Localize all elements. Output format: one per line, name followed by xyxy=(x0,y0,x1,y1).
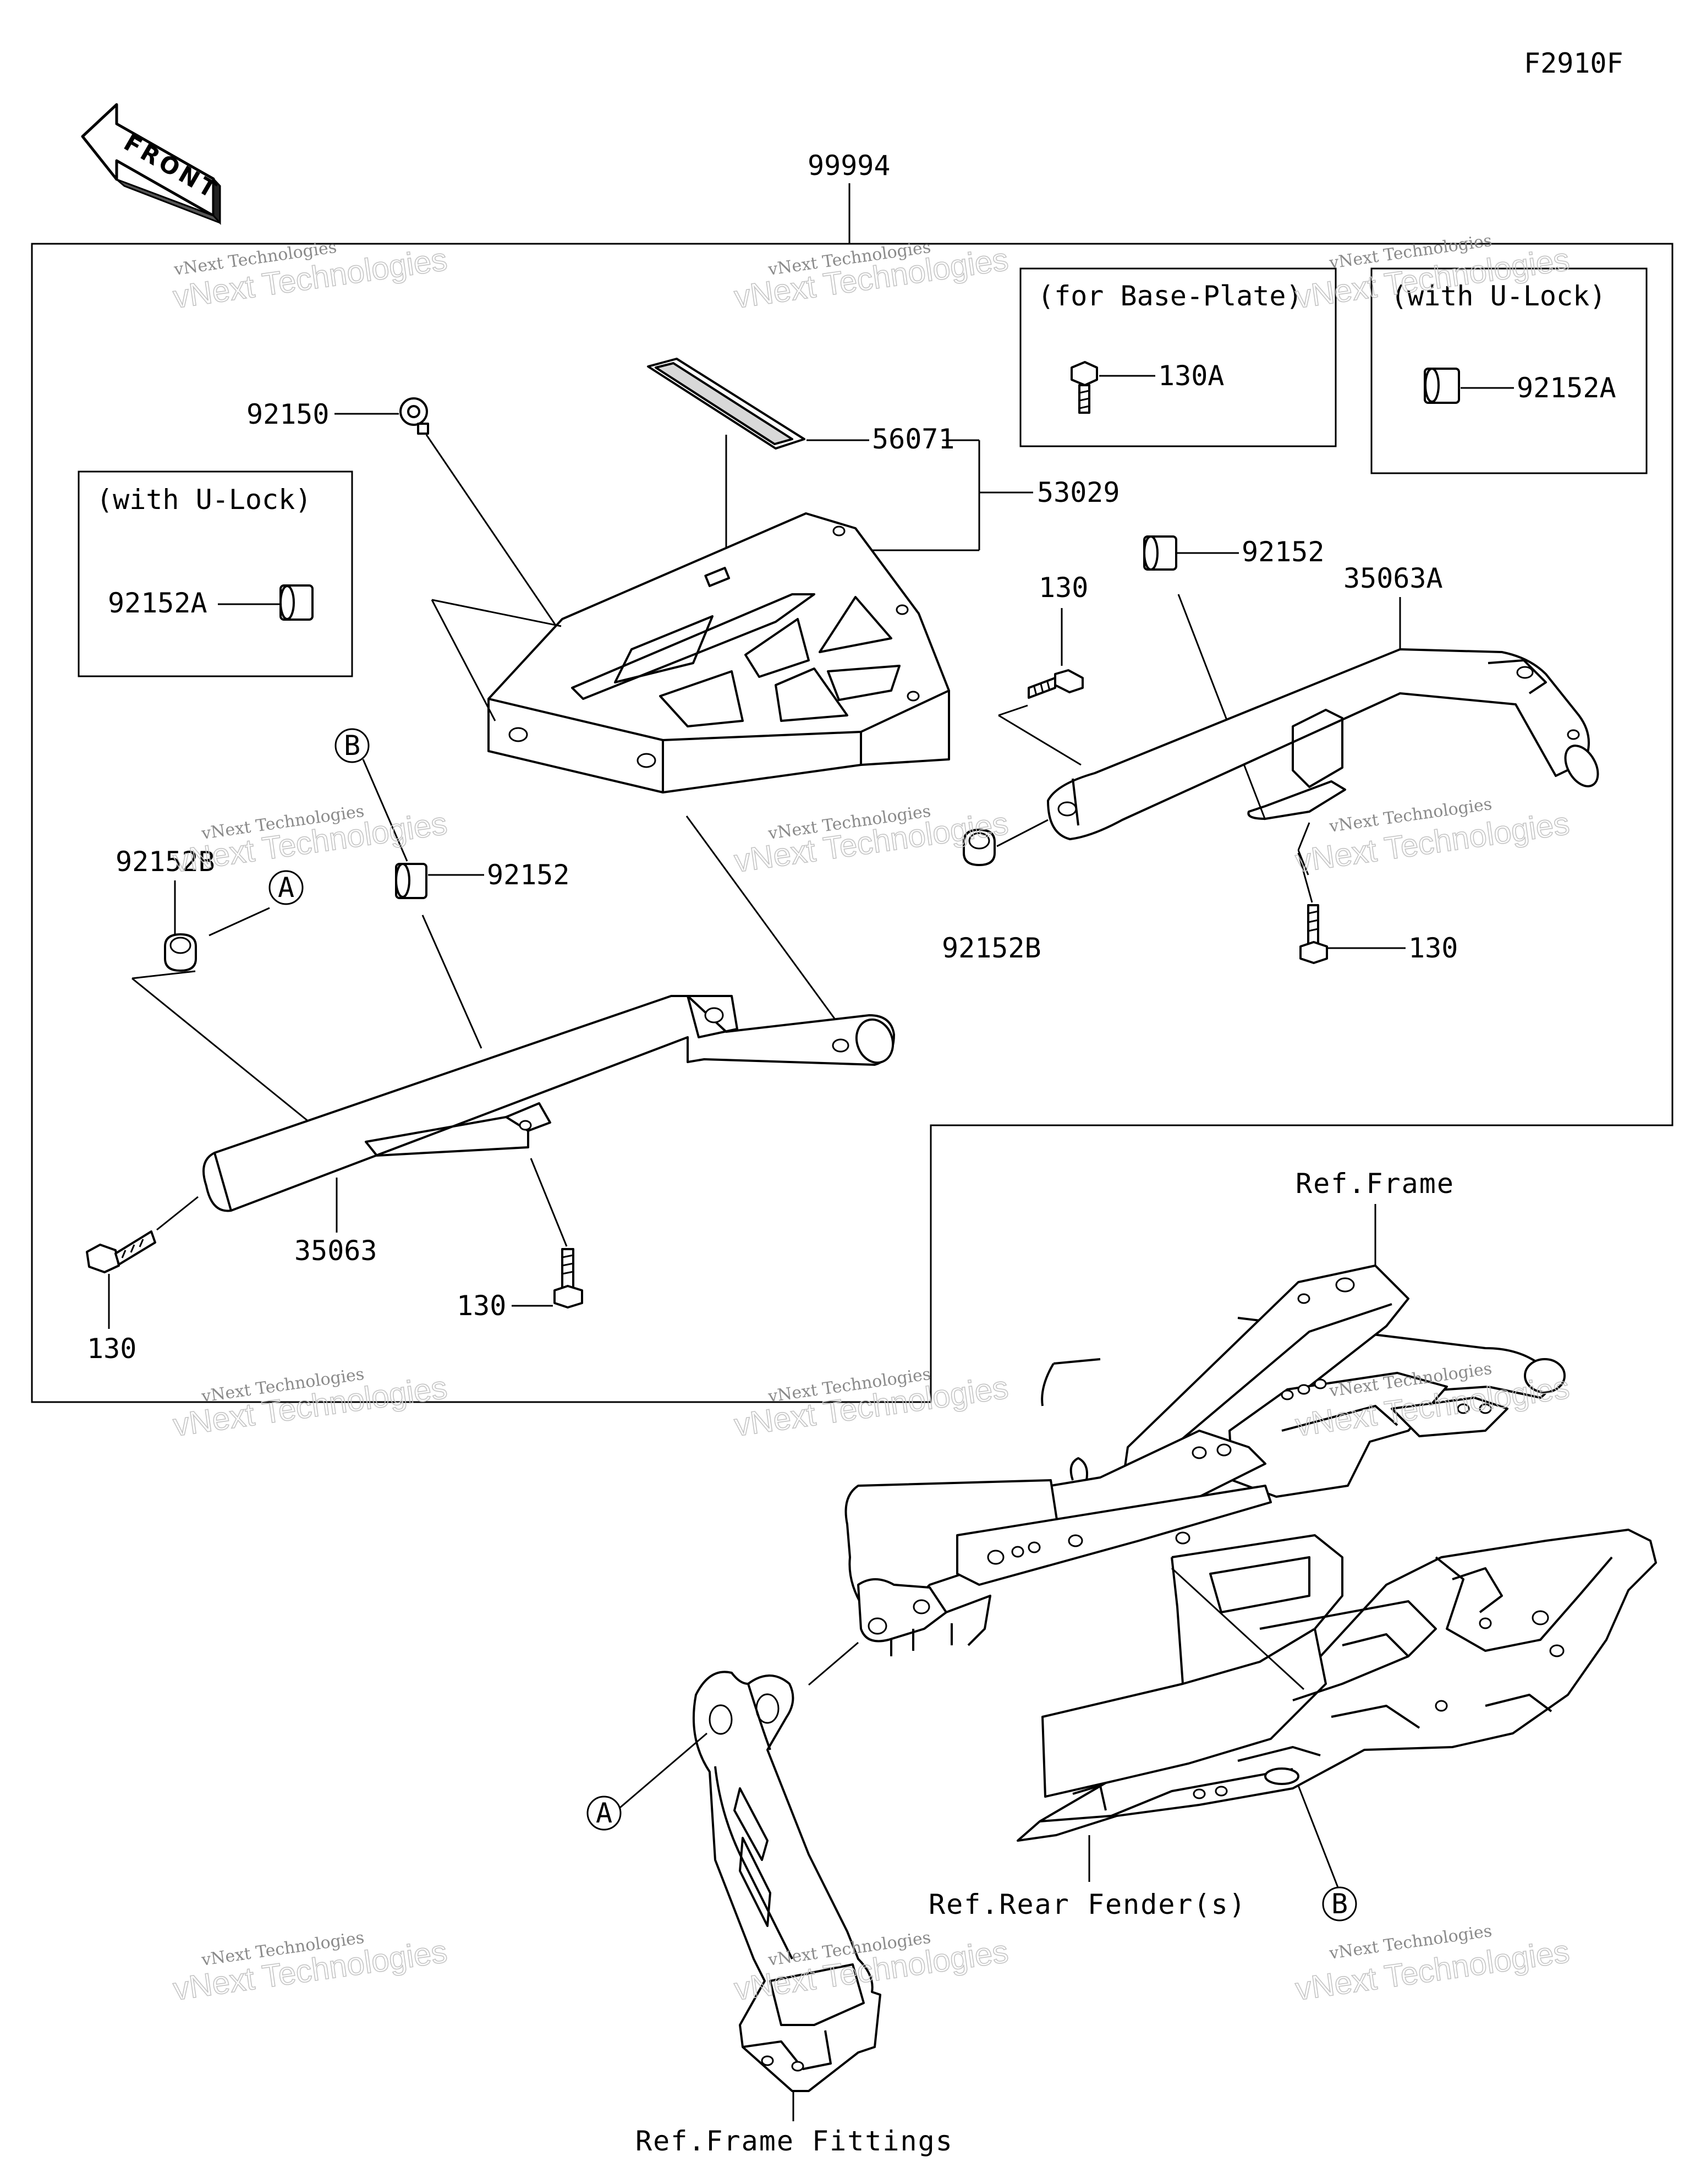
part-92152-left-label: 92152 xyxy=(487,859,570,891)
part-130a-label: 130A xyxy=(1158,360,1224,392)
marker-a2-label: A xyxy=(596,1797,612,1829)
rear-fender-reference-drawing xyxy=(1017,1529,1657,1842)
bolt-130a-icon xyxy=(1071,361,1098,414)
bracket-35063-left xyxy=(202,995,895,1212)
marker-a1-label: A xyxy=(278,872,294,904)
ref-frame-label: Ref.Frame xyxy=(1296,1168,1455,1200)
part-92152b-left-label: 92152B xyxy=(116,846,215,878)
part-92150-label: 92150 xyxy=(246,398,330,430)
diagram-code: F2910F xyxy=(1524,47,1623,79)
carrier-base-plate-53029 xyxy=(487,512,950,793)
bolt-92150-icon xyxy=(399,397,429,435)
marker-b2-label: B xyxy=(1331,1888,1348,1920)
part-130-mid-label: 130 xyxy=(457,1290,506,1322)
main-assembly-outline xyxy=(31,243,1673,1403)
marker-b1 xyxy=(334,728,370,763)
part-99994-label: 99994 xyxy=(808,150,891,182)
part-35063-label: 35063 xyxy=(294,1235,377,1267)
base-plate-box-title: (for Base-Plate) xyxy=(1038,280,1303,312)
frame-fittings-reference-drawing xyxy=(692,1671,881,2092)
grommet-92152b-right-icon xyxy=(963,829,996,866)
bolt-130-left-icon xyxy=(86,1230,156,1273)
marker-a1 xyxy=(268,870,304,905)
marker-b2 xyxy=(1322,1886,1357,1922)
bolt-130-right-icon xyxy=(1299,904,1328,964)
ref-frame-fittings-label: Ref.Frame Fittings xyxy=(635,2125,953,2157)
part-35063a-label: 35063A xyxy=(1343,562,1443,594)
part-92152b-right-label: 92152B xyxy=(942,932,1041,964)
part-53029-label: 53029 xyxy=(1037,477,1120,508)
u-lock-box-right-title: (with U-Lock) xyxy=(1391,280,1606,312)
front-arrow-icon: FRONT xyxy=(81,103,224,225)
u-lock-box-right xyxy=(1370,267,1648,474)
bracket-35063a-right xyxy=(1047,648,1599,840)
collar-92152a-left-icon xyxy=(279,584,314,621)
frame-reference-drawing xyxy=(844,1265,1566,1656)
marker-b1-label: B xyxy=(344,730,360,762)
collar-92152-left-icon xyxy=(395,863,427,899)
u-lock-box-left xyxy=(78,470,353,677)
bolt-130-mid-icon xyxy=(553,1248,583,1309)
part-130-left-label: 130 xyxy=(87,1333,136,1365)
sticker-56071-icon xyxy=(647,358,805,450)
marker-a2 xyxy=(586,1796,622,1831)
part-92152a-left-label: 92152A xyxy=(108,587,207,619)
part-130-top-label: 130 xyxy=(1039,572,1088,604)
base-plate-box xyxy=(1019,267,1337,447)
grommet-92152b-left-icon xyxy=(164,933,197,972)
part-130-right-label: 130 xyxy=(1408,932,1458,964)
u-lock-box-left-title: (with U-Lock) xyxy=(96,484,311,516)
part-56071-label: 56071 xyxy=(872,423,955,455)
ref-rear-fender-label: Ref.Rear Fender(s) xyxy=(929,1889,1247,1920)
part-92152-top-label: 92152 xyxy=(1242,536,1325,568)
bolt-130-top-icon xyxy=(1028,669,1084,699)
collar-92152a-icon xyxy=(1424,368,1460,404)
collar-92152-top-icon xyxy=(1143,535,1177,571)
part-92152a-box-label: 92152A xyxy=(1517,372,1616,404)
